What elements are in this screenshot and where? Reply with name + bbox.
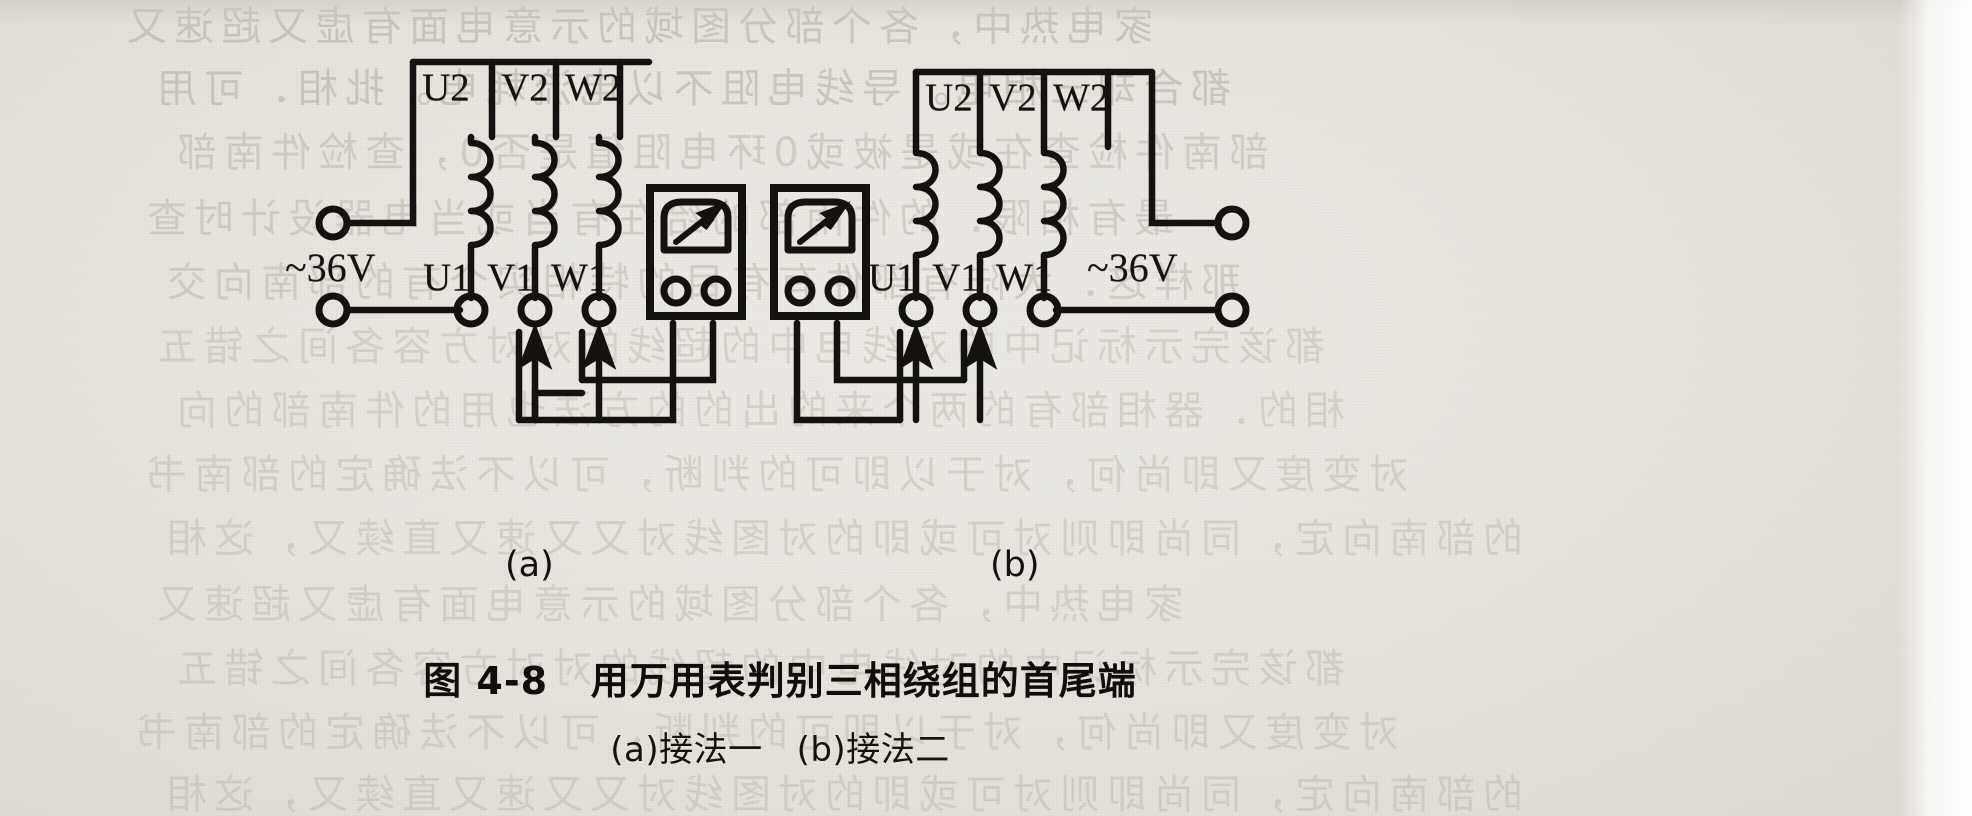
probe-wire-v1-a xyxy=(535,395,582,420)
figure-caption: 图 4-8 用万用表判别三相绕组的首尾端 xyxy=(423,659,1137,703)
probe-arrow-v1-b xyxy=(969,332,991,420)
coil-u-b xyxy=(916,147,936,263)
probe-arrow-u1-b xyxy=(905,332,927,420)
meter-lead-left-a xyxy=(515,319,677,424)
label-v2-a: V2 xyxy=(501,66,549,109)
coil-v-b xyxy=(980,147,1000,263)
label-source-a: ~36V xyxy=(285,245,376,290)
meter-lead-left-b xyxy=(793,319,904,424)
label-u2-a: U2 xyxy=(422,66,470,109)
figure-caption-block: 图 4-8 用万用表判别三相绕组的首尾端 (a)接法一 (b)接法二 xyxy=(0,650,1560,771)
coil-v-a xyxy=(535,137,555,253)
source-terminal-a-top xyxy=(315,205,351,241)
terminal-v1-b xyxy=(962,292,998,328)
label-w2-b: W2 xyxy=(1053,76,1110,119)
terminal-u1-b xyxy=(898,292,934,328)
terminal-w1-a xyxy=(581,292,617,328)
label-w1-a: W1 xyxy=(551,256,608,299)
circuit-b xyxy=(774,68,1250,424)
coil-u-a xyxy=(471,137,491,253)
circuit-a xyxy=(315,58,742,424)
terminal-w1-b xyxy=(1026,292,1062,328)
label-u1-b: U1 xyxy=(868,256,916,299)
terminal-v1-a xyxy=(517,292,553,328)
probe-lead-v1-a xyxy=(531,389,586,424)
label-w2-a: W2 xyxy=(565,66,622,109)
coil-w-a xyxy=(599,137,619,253)
w2-lead-b xyxy=(1148,68,1222,227)
label-v1-b: V1 xyxy=(932,256,980,299)
meter-lead-right-a xyxy=(578,319,717,384)
coil-w-b xyxy=(1044,147,1064,263)
source-terminal-b-top xyxy=(1214,205,1250,241)
u2-lead-a xyxy=(344,58,417,227)
source-terminal-b-bottom xyxy=(1214,292,1250,328)
label-source-b: ~36V xyxy=(1087,245,1178,290)
label-v1-a: V1 xyxy=(487,256,535,299)
multimeter-b xyxy=(774,188,866,316)
panel-label-a: (a) xyxy=(505,545,554,585)
multimeter-a xyxy=(650,188,742,316)
panel-label-b: (b) xyxy=(990,545,1040,585)
meter-lead-right-b xyxy=(833,319,968,384)
label-v2-b: V2 xyxy=(989,76,1037,119)
label-u1-a: U1 xyxy=(423,256,471,299)
figure-sub-caption: (a)接法一 (b)接法二 xyxy=(610,730,950,770)
source-terminal-a-bottom xyxy=(315,292,351,328)
probe-arrow-w1-a xyxy=(588,332,610,420)
label-u2-b: U2 xyxy=(925,76,973,119)
label-w1-b: W1 xyxy=(996,256,1053,299)
terminal-u1-a xyxy=(453,292,489,328)
